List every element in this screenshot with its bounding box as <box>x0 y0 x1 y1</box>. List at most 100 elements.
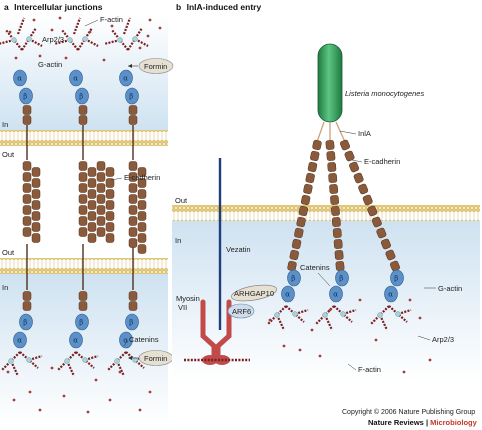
cadherin-domain <box>105 211 115 221</box>
myosin-vii <box>184 299 250 365</box>
g-actin-monomer <box>28 390 32 394</box>
cadherin-domain <box>340 139 350 151</box>
panel-a-title: Intercellular junctions <box>14 2 103 12</box>
cadherin-domain <box>31 222 41 232</box>
cadherin-domain <box>385 249 396 261</box>
alpha-catenin-letter: α <box>123 337 128 345</box>
arp23-complex <box>82 36 88 42</box>
listeria-bacterium <box>317 43 343 123</box>
cadherin-domain <box>376 227 387 239</box>
cadherin-domain <box>325 140 335 150</box>
beta-catenin <box>335 269 349 287</box>
actin-filament <box>21 27 37 51</box>
cadherin-domain <box>358 183 369 195</box>
g-actin-monomer <box>50 28 54 32</box>
arp23-complex <box>292 311 298 317</box>
cadherin-domain <box>78 115 88 125</box>
cadherin-domain <box>31 200 41 210</box>
g-actin-monomer <box>118 370 122 374</box>
actin-filament <box>122 17 132 35</box>
actin-filament <box>388 305 408 323</box>
g-actin-monomer <box>146 34 150 38</box>
cadherin-domain <box>87 167 97 177</box>
alpha-catenin <box>329 285 343 303</box>
arp23-complex <box>26 36 32 42</box>
beta-catenin-letter: β <box>339 275 343 283</box>
arp23-complex <box>117 37 123 43</box>
arp23-complex <box>274 312 280 318</box>
arp23-complex <box>26 357 32 363</box>
actin-filament <box>57 351 77 371</box>
alpha-catenin-letter: α <box>285 291 290 299</box>
cadherin-domain <box>22 227 32 237</box>
arp23-complex <box>114 358 120 364</box>
actin-filament <box>125 351 145 369</box>
actin-filament <box>342 308 357 316</box>
cadherin-domain <box>78 183 88 193</box>
svg-text:a Intercellular junction: a Intercellular junctions <box>4 2 103 12</box>
g-actin-monomer <box>138 46 142 50</box>
g-actin-monomer <box>8 30 12 34</box>
actin-filament <box>10 360 19 377</box>
alpha-catenin <box>281 285 295 303</box>
cadherin-domain <box>128 172 138 182</box>
alpha-catenin <box>13 331 27 349</box>
g-actin-monomer <box>108 398 112 402</box>
g-actin-monomer <box>94 378 98 382</box>
arhgap10: ARHGAP10 <box>231 284 277 302</box>
cadherin-domain <box>128 105 138 115</box>
cadherin-domain <box>335 261 345 271</box>
g-actin-monomer <box>6 370 10 374</box>
cadherin-domain <box>305 172 315 184</box>
actin-filament <box>285 305 305 323</box>
cadherin-domain <box>87 189 97 199</box>
g-actin-monomer <box>138 408 142 412</box>
label-out-top: Out <box>2 150 15 159</box>
label-formin-top: Formin <box>144 62 167 71</box>
g-actin-monomer <box>148 390 152 394</box>
actin-filament <box>370 305 390 325</box>
actin-filament <box>134 38 149 47</box>
actin-filament <box>84 354 99 362</box>
cadherin-domain <box>137 244 147 254</box>
label-factin-a: F-actin <box>100 15 123 24</box>
label-factin-b: F-actin <box>358 365 381 374</box>
panel-b-letter: b <box>176 2 181 12</box>
cadherin-domain <box>78 161 88 171</box>
cadherin-domain <box>298 205 309 217</box>
alpha-catenin-letter: α <box>333 291 338 299</box>
cadherin-domain <box>128 161 138 171</box>
cadherin-domain <box>329 184 339 194</box>
actin-filament <box>28 38 43 47</box>
alpha-catenin-letter: α <box>388 291 393 299</box>
cadherin-domain <box>334 250 344 260</box>
actin-filament <box>333 305 353 323</box>
g-actin-monomer <box>428 358 432 362</box>
g-actin-monomer <box>64 56 68 60</box>
cadherin-domain <box>310 150 320 162</box>
label-in-top: In <box>2 120 8 129</box>
panel-a: a Intercellular junctions In Out Out In … <box>0 2 174 424</box>
arp23-complex <box>132 357 138 363</box>
actin-filament <box>53 38 71 46</box>
cadherin-domain <box>31 178 41 188</box>
cadherin-domain <box>87 222 97 232</box>
beta-catenin <box>75 313 89 331</box>
cadherin-domain <box>287 260 297 272</box>
cadherin-domain <box>137 200 147 210</box>
membrane-top <box>0 130 168 146</box>
cadherin-domain <box>22 105 32 115</box>
cadherin-domain <box>78 205 88 215</box>
cadherin-domain <box>31 167 41 177</box>
g-actin-monomer <box>58 16 62 20</box>
cadherin-domain <box>137 167 147 177</box>
cadherin-domain <box>349 161 360 173</box>
beta-catenin-letter: β <box>79 319 83 327</box>
cadherin-domain <box>332 228 342 238</box>
cadherin-domain <box>128 291 138 301</box>
cadherin-domain <box>105 222 115 232</box>
cadherin-domain <box>87 200 97 210</box>
actin-filament <box>294 308 309 316</box>
beta-catenin <box>19 313 33 331</box>
alpha-catenin-letter: α <box>123 75 128 83</box>
